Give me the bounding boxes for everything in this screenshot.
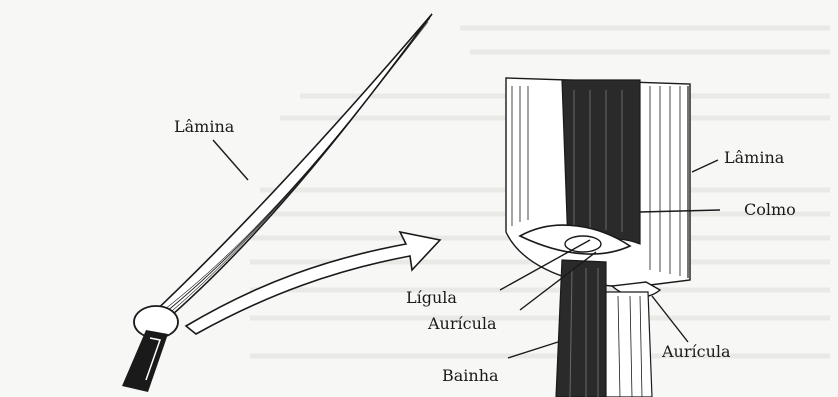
label-lamina-left: Lâmina	[174, 117, 234, 136]
label-colmo: Colmo	[744, 200, 796, 219]
label-ligula: Lígula	[406, 288, 457, 307]
label-bainha: Bainha	[442, 366, 499, 385]
leader-lamina-right	[692, 160, 718, 172]
label-auricula-left: Aurícula	[428, 314, 497, 333]
leaf-base	[122, 306, 178, 392]
label-lamina-right: Lâmina	[724, 148, 784, 167]
label-auricula-right: Aurícula	[662, 342, 731, 361]
leader-lamina-left	[213, 140, 248, 180]
